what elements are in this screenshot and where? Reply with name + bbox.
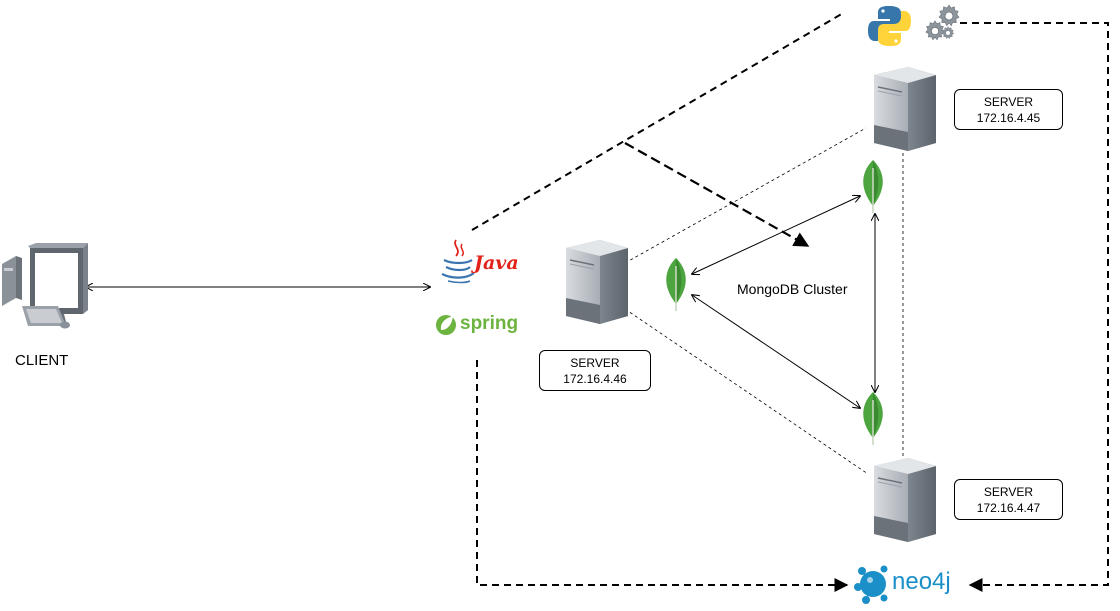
server46-server45-dotted-link bbox=[624, 127, 867, 264]
java-logo-icon bbox=[441, 239, 475, 284]
java-label: Java bbox=[474, 252, 519, 274]
spring-logo-icon bbox=[436, 315, 456, 335]
app-neo4j-dashed-link bbox=[476, 360, 849, 592]
server-ip: 172.16.4.46 bbox=[563, 371, 627, 386]
neo4j-logo-icon bbox=[854, 565, 888, 604]
server-title: SERVER bbox=[983, 94, 1034, 109]
neo4j-label: neo4j bbox=[892, 568, 951, 595]
client-label: CLIENT bbox=[15, 352, 69, 369]
server-ip: 172.16.4.47 bbox=[976, 500, 1041, 515]
server-icon-46 bbox=[565, 239, 629, 325]
mongo-replica-link-2 bbox=[692, 295, 860, 408]
server-47-info-box: SERVER 172.16.4.47 bbox=[954, 479, 1063, 520]
client-computer-icon bbox=[2, 243, 88, 329]
gear-icon bbox=[938, 4, 960, 27]
server-46-info-box: SERVER 172.16.4.46 bbox=[539, 350, 651, 391]
server-icon-45 bbox=[873, 66, 937, 152]
mongo-replica-link-1 bbox=[692, 196, 860, 274]
spring-label: spring bbox=[460, 313, 519, 334]
mongodb-leaf-icon bbox=[665, 257, 687, 312]
cluster-label: MongoDB Cluster bbox=[737, 281, 848, 297]
server46-server47-dotted-link bbox=[624, 308, 869, 475]
cluster-pointer-arrow bbox=[624, 142, 810, 247]
gear-icon bbox=[941, 26, 955, 39]
server-icon-47 bbox=[873, 457, 937, 543]
python-logo-icon bbox=[868, 6, 911, 46]
server-title: SERVER bbox=[570, 355, 620, 370]
server-ip: 172.16.4.45 bbox=[976, 110, 1041, 125]
server-title: SERVER bbox=[983, 484, 1034, 499]
server-45-info-box: SERVER 172.16.4.45 bbox=[954, 89, 1063, 130]
gear-icon bbox=[925, 20, 945, 41]
python-neo4j-dashed-link bbox=[960, 22, 1109, 592]
mongodb-leaf-icon bbox=[862, 391, 884, 446]
app-python-dashed-link bbox=[471, 11, 846, 231]
mongodb-leaf-icon bbox=[862, 159, 884, 214]
